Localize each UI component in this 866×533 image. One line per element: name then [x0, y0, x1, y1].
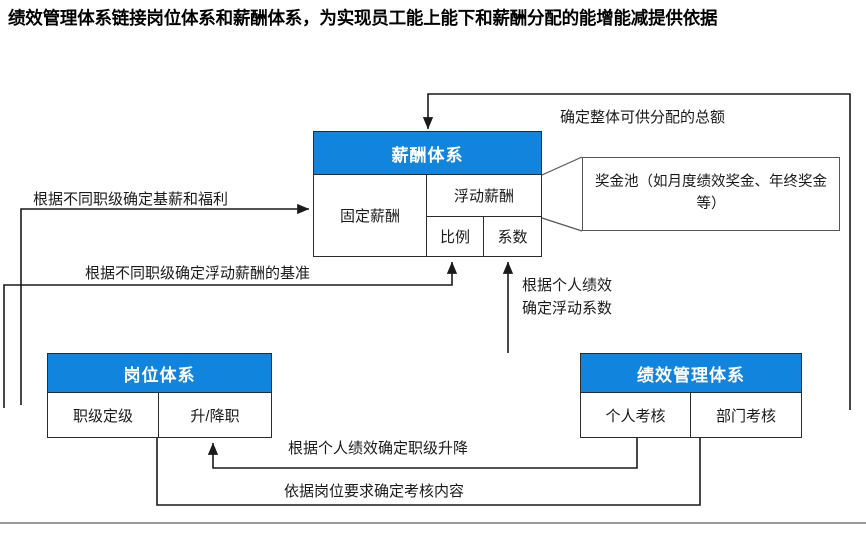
label-rank-change: 根据个人绩效确定职级升降	[288, 440, 469, 457]
label-total-amount: 确定整体可供分配的总额	[560, 109, 726, 126]
cell-floating-pay[interactable]: 浮动薪酬	[427, 175, 542, 217]
label-coefficient: 根据个人绩效 确定浮动系数	[522, 274, 612, 321]
cell-department-review[interactable]: 部门考核	[691, 393, 802, 438]
label-floating-base: 根据不同职级确定浮动薪酬的基准	[85, 265, 311, 282]
callout-leader-lower	[541, 217, 583, 232]
variable-pay-column: 浮动薪酬 比例 系数	[427, 175, 542, 257]
post-system-body: 职级定级 升/降职	[47, 393, 272, 438]
salary-system-box[interactable]: 薪酬体系 固定薪酬 浮动薪酬 比例 系数	[313, 131, 542, 257]
label-coefficient-line1: 根据个人绩效	[522, 277, 613, 294]
performance-system-header: 绩效管理体系	[580, 353, 802, 393]
cell-fixed-pay[interactable]: 固定薪酬	[313, 175, 427, 257]
callout-leader-upper	[541, 156, 583, 176]
label-review-content: 依据岗位要求确定考核内容	[284, 483, 465, 500]
cell-individual-review[interactable]: 个人考核	[580, 393, 691, 438]
cell-promotion-demotion[interactable]: 升/降职	[159, 393, 272, 438]
salary-system-header: 薪酬体系	[313, 131, 542, 175]
performance-system-body: 个人考核 部门考核	[580, 393, 802, 438]
page-title: 绩效管理体系链接岗位体系和薪酬体系，为实现员工能上能下和薪酬分配的能增能减提供依…	[8, 8, 718, 28]
cell-job-grading[interactable]: 职级定级	[47, 393, 159, 438]
post-system-box[interactable]: 岗位体系 职级定级 升/降职	[47, 353, 272, 438]
label-base-salary: 根据不同职级确定基薪和福利	[33, 191, 229, 208]
label-coefficient-line2: 确定浮动系数	[522, 300, 613, 318]
performance-system-box[interactable]: 绩效管理体系 个人考核 部门考核	[580, 353, 802, 438]
bonus-pool-text: 奖金池（如月度绩效奖金、年终奖金等）	[595, 174, 827, 212]
post-system-header: 岗位体系	[47, 353, 272, 393]
cell-coefficient[interactable]: 系数	[484, 217, 542, 257]
salary-system-body: 固定薪酬 浮动薪酬 比例 系数	[313, 175, 542, 257]
bonus-pool-callout[interactable]: 奖金池（如月度绩效奖金、年终奖金等）	[582, 157, 840, 231]
cell-ratio[interactable]: 比例	[427, 217, 484, 257]
variable-pay-subrow: 比例 系数	[427, 217, 542, 257]
bottom-divider	[0, 522, 866, 524]
